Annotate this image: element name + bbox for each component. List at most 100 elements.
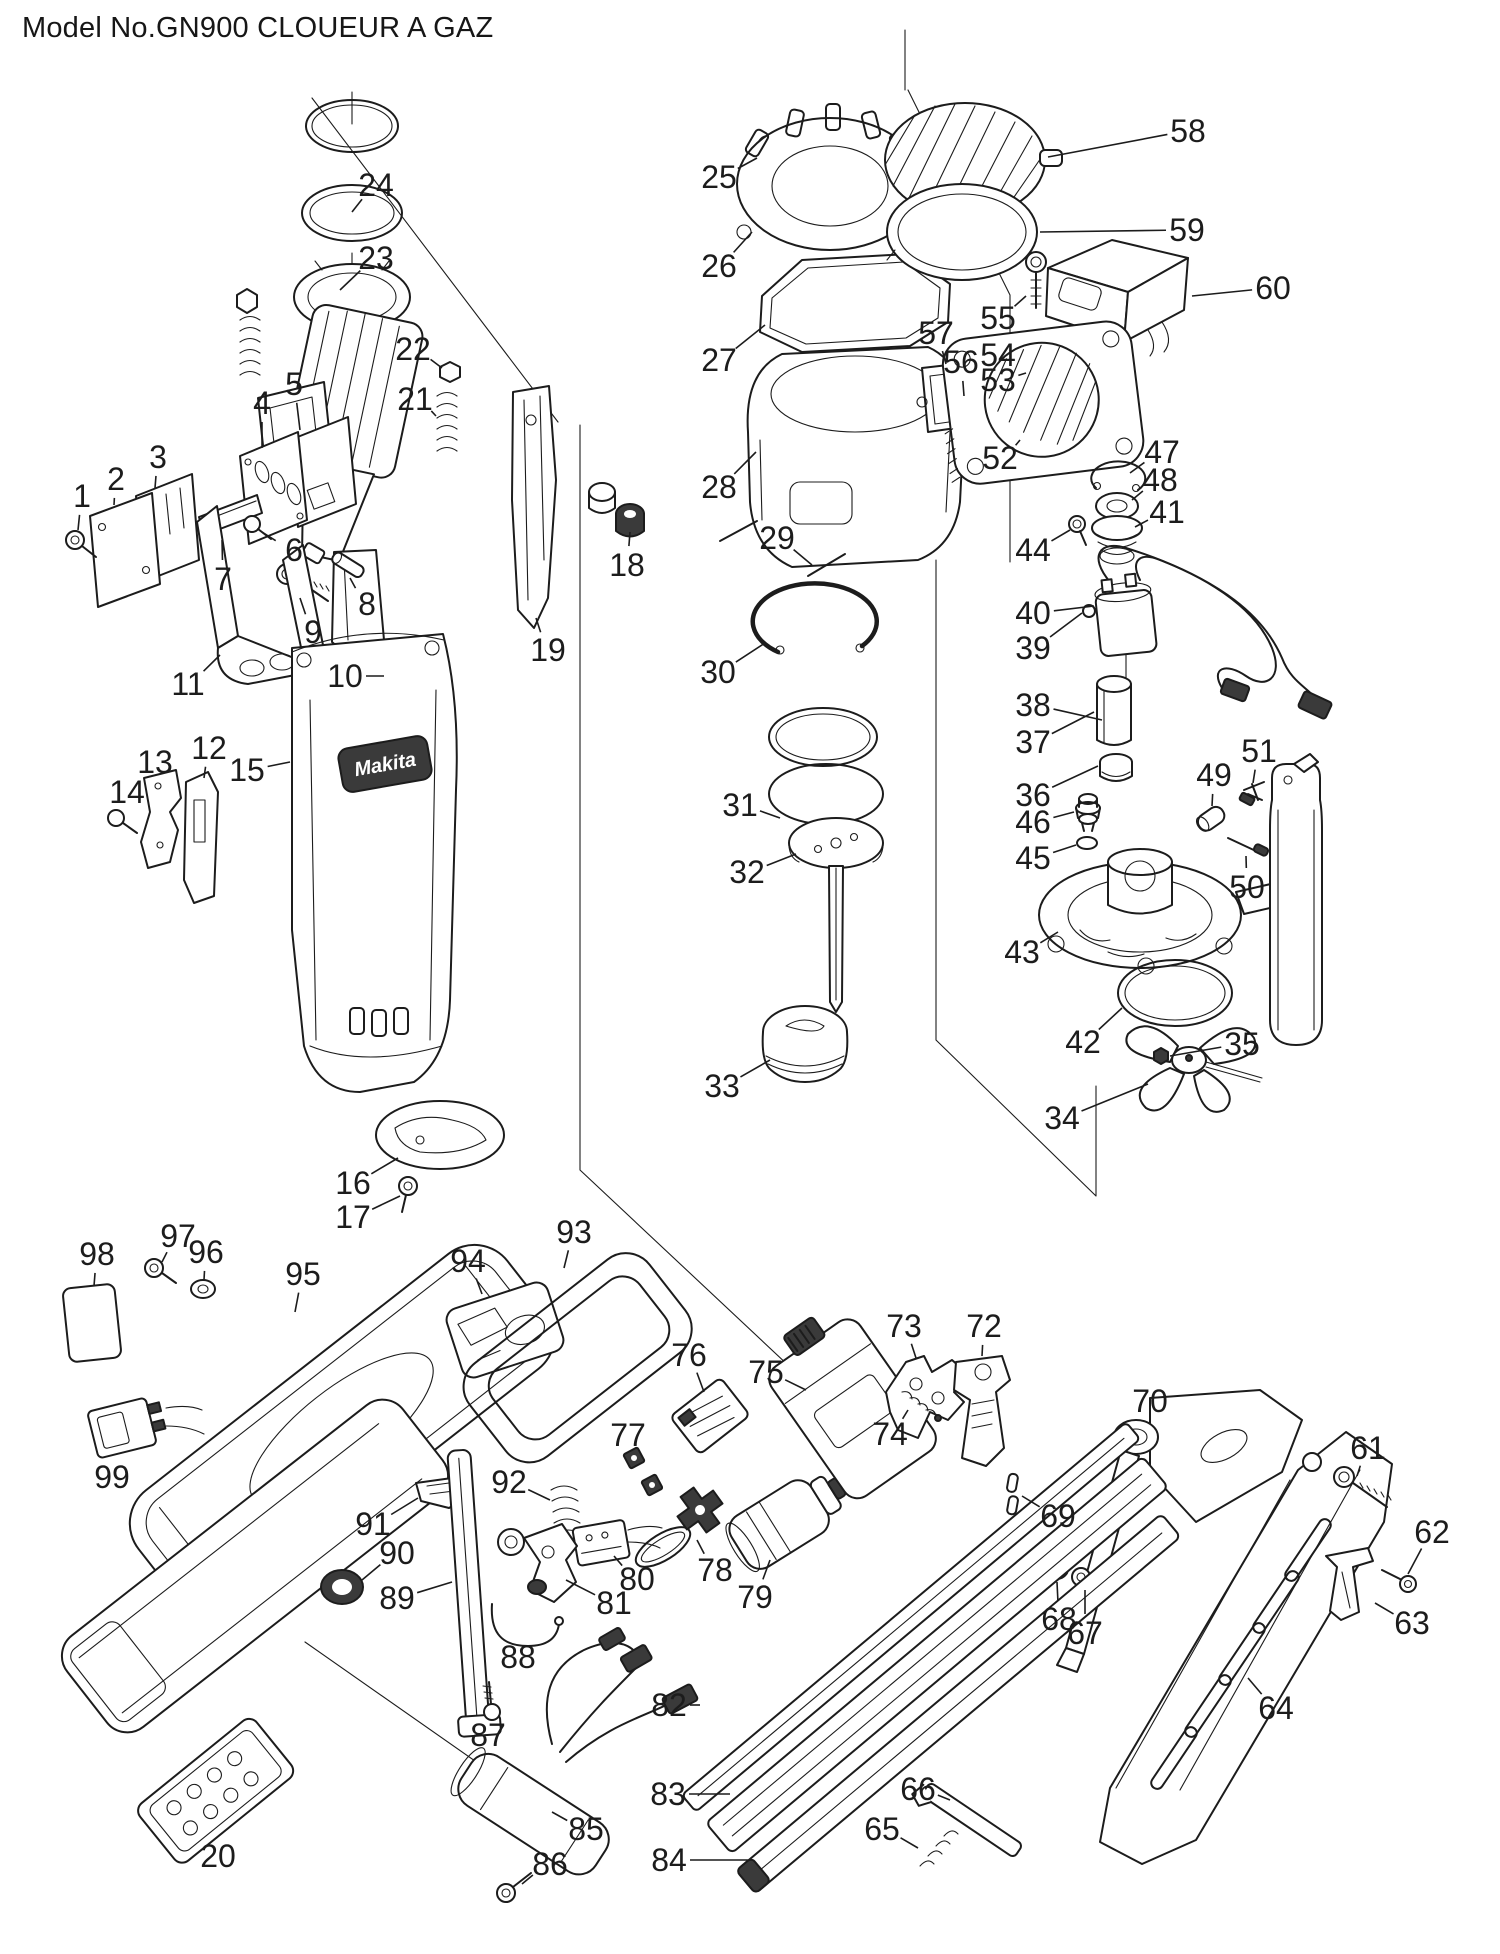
part-label-70: 70 [1132, 1383, 1168, 1419]
part-label-85: 85 [568, 1811, 604, 1847]
part-label-90: 90 [379, 1535, 415, 1571]
part-leader-39 [1049, 612, 1083, 638]
part-label-18: 18 [609, 547, 645, 583]
part-label-24: 24 [358, 167, 394, 203]
part-leader-90 [361, 1563, 381, 1581]
part-leader-33 [740, 1059, 771, 1078]
part-label-76: 76 [671, 1337, 707, 1373]
part-leader-92 [527, 1488, 551, 1501]
fan-housing-group [884, 102, 1189, 565]
part-label-1: 1 [73, 478, 91, 514]
part-leader-55 [1013, 295, 1027, 307]
part-label-35: 35 [1224, 1026, 1260, 1062]
part-leader-12 [203, 766, 207, 779]
part-label-4: 4 [253, 385, 271, 421]
part-label-27: 27 [701, 342, 737, 378]
part-label-6: 6 [285, 532, 303, 568]
electrics-group [450, 1316, 1019, 1903]
rail-handle-group [682, 1389, 1417, 1893]
part-leader-49 [1211, 793, 1214, 807]
part-label-60: 60 [1255, 270, 1291, 306]
part-label-33: 33 [704, 1068, 740, 1104]
part-label-41: 41 [1149, 494, 1185, 530]
part-leader-16 [370, 1157, 399, 1175]
part-leader-59 [1039, 229, 1167, 233]
part-label-93: 93 [556, 1214, 592, 1250]
part-leader-79 [762, 1559, 771, 1580]
part-leader-62 [1407, 1548, 1423, 1575]
part-label-51: 51 [1241, 733, 1277, 769]
part-leader-15 [267, 761, 291, 768]
part-label-11: 11 [171, 666, 204, 702]
part-label-31: 31 [722, 787, 758, 823]
part-label-63: 63 [1394, 1605, 1430, 1641]
part-leader-3 [154, 475, 157, 489]
part-label-67: 67 [1067, 1615, 1103, 1651]
part-label-40: 40 [1015, 595, 1051, 631]
part-leader-18 [628, 531, 631, 547]
part-leader-97 [161, 1251, 168, 1263]
part-leader-22 [430, 358, 443, 369]
part-label-64: 64 [1258, 1690, 1294, 1726]
part-leader-96 [203, 1270, 206, 1281]
part-label-19: 19 [530, 632, 566, 668]
part-leader-5 [295, 402, 301, 431]
part-label-99: 99 [94, 1459, 130, 1495]
part-leader-31 [759, 810, 781, 819]
part-label-12: 12 [191, 730, 227, 766]
part-label-54: 54 [980, 337, 1016, 373]
part-label-10: 10 [327, 658, 363, 694]
part-leader-93 [563, 1250, 570, 1269]
part-leader-34 [1081, 1083, 1149, 1112]
part-label-37: 37 [1015, 724, 1051, 760]
part-label-83: 83 [650, 1776, 686, 1812]
part-label-79: 79 [737, 1579, 773, 1615]
part-leader-58 [1047, 133, 1168, 158]
part-label-38: 38 [1015, 687, 1051, 723]
part-label-55: 55 [980, 300, 1016, 336]
housing-group: Makita [107, 385, 645, 1213]
part-label-5: 5 [285, 366, 303, 402]
part-label-28: 28 [701, 469, 737, 505]
part-leader-52 [1014, 439, 1021, 446]
part-leader-26 [733, 231, 753, 253]
part-leader-32 [766, 853, 797, 867]
part-leader-68 [1056, 1581, 1059, 1601]
part-label-21: 21 [397, 381, 433, 417]
part-label-53: 53 [980, 362, 1016, 398]
part-label-43: 43 [1004, 934, 1040, 970]
page-title: Model No.GN900 CLOUEUR A GAZ [22, 12, 494, 44]
part-leader-94 [475, 1278, 483, 1295]
part-leader-86 [521, 1874, 534, 1885]
part-label-14: 14 [109, 774, 145, 810]
part-leader-98 [93, 1272, 96, 1287]
part-leader-53 [1018, 372, 1027, 377]
part-leader-43 [1039, 931, 1059, 944]
part-label-42: 42 [1065, 1024, 1101, 1060]
part-label-23: 23 [358, 240, 394, 276]
part-leader-35 [1169, 1046, 1222, 1057]
part-leader-80 [613, 1555, 623, 1567]
part-leader-60 [1191, 289, 1253, 297]
part-label-66: 66 [900, 1771, 936, 1807]
part-leader-73 [910, 1343, 917, 1359]
part-label-15: 15 [229, 752, 265, 788]
part-label-16: 16 [335, 1165, 371, 1201]
part-label-17: 17 [335, 1199, 371, 1235]
part-leader-27 [735, 324, 766, 350]
part-leader-28 [733, 451, 757, 475]
part-label-26: 26 [701, 248, 737, 284]
part-label-61: 61 [1350, 1430, 1386, 1466]
part-label-22: 22 [395, 331, 431, 367]
part-label-88: 88 [500, 1639, 536, 1675]
part-leader-6 [261, 531, 277, 542]
part-label-9: 9 [304, 614, 322, 650]
part-leader-11 [202, 654, 221, 672]
part-leader-24 [351, 198, 363, 213]
part-leader-41 [1134, 519, 1149, 528]
part-leader-1 [77, 514, 81, 531]
part-label-2: 2 [107, 461, 125, 497]
part-label-59: 59 [1169, 212, 1205, 248]
